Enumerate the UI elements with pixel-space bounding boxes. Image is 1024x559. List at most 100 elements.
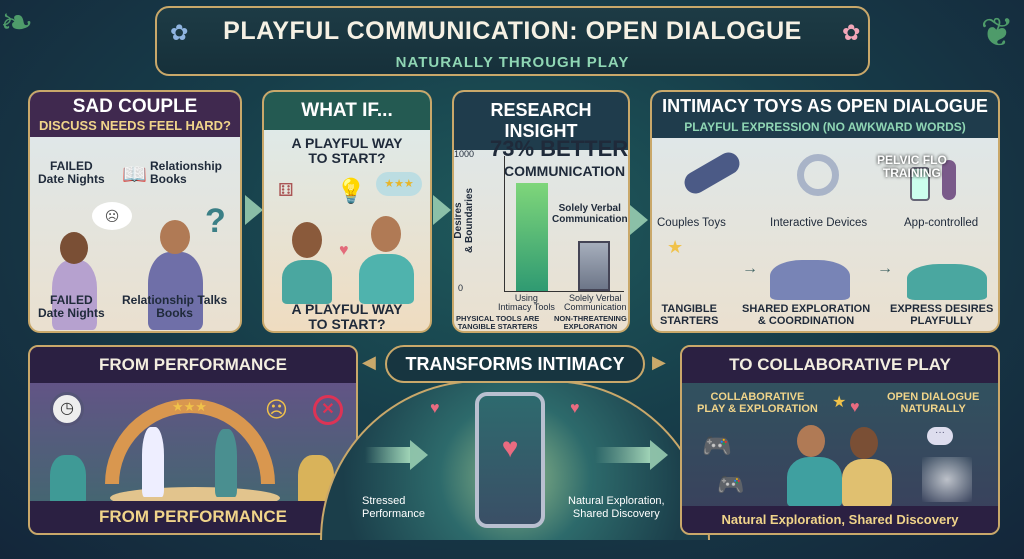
- lightbulb-icon: 💡: [336, 178, 366, 205]
- bar-solely-verbal: [578, 241, 610, 291]
- couple-sharing-figure: [770, 260, 850, 300]
- sad-woman-figure: [52, 260, 97, 330]
- x-label-tools: Using Intimacy Tools: [498, 293, 555, 313]
- caption-tools: PHYSICAL TOOLS ARE TANGIBLE STARTERS: [456, 314, 540, 331]
- bar-using-intimacy-tools: [516, 183, 548, 291]
- dice-icon: ⚅: [278, 180, 294, 200]
- worried-face-icon: ☹: [265, 397, 288, 422]
- panel-intimacy-toys: INTIMACY TOYS AS OPEN DIALOGUE PLAYFUL E…: [650, 90, 1000, 333]
- page-title: PLAYFUL COMMUNICATION: OPEN DIALOGUE: [223, 17, 802, 45]
- arrow-bar: [365, 447, 410, 463]
- man-performing-figure: [142, 427, 164, 497]
- heart-icon: ♥: [430, 400, 440, 417]
- heart-icon: ♥: [339, 242, 349, 259]
- heart-icon: ♥: [501, 432, 519, 463]
- label-failed-date-nights-bottom: FAILED Date Nights: [38, 293, 105, 320]
- x-label-verbal: Solely Verbal Communication: [564, 293, 627, 313]
- game-controller-icon: 🎮: [702, 433, 732, 460]
- panel-title: TO COLLABORATIVE PLAY: [682, 347, 998, 383]
- heart-icon: ♥: [850, 399, 860, 416]
- man-figure: [787, 457, 842, 507]
- x-axis: [504, 291, 624, 292]
- woman-figure: [842, 459, 892, 507]
- woman-head: [850, 427, 878, 459]
- star-icon: ★: [667, 237, 684, 257]
- panel-title: WHAT IF...: [264, 92, 430, 130]
- flower-icon: ✿: [170, 20, 189, 45]
- item-couples-toys: Couples Toys: [657, 217, 726, 229]
- arrow-right-icon: [650, 440, 668, 470]
- arrow-right-icon: [245, 195, 263, 225]
- heart-icon: ♥: [570, 400, 580, 417]
- woman-performing-figure: [215, 429, 237, 497]
- bar-label-verbal: Solely Verbal Communication: [552, 203, 628, 225]
- couple-expressing-figure: [907, 264, 987, 300]
- panel-to-collaborative-play: TO COLLABORATIVE PLAY COLLABORATIVE PLAY…: [680, 345, 1000, 535]
- stars-speech-bubble-icon: ★★★: [376, 172, 422, 196]
- couples-toy-icon: [680, 148, 744, 198]
- arrow-left-icon: ◀: [362, 352, 376, 372]
- arrow-right-icon: ▶: [652, 352, 666, 372]
- no-sign-icon: ✕: [313, 395, 343, 425]
- arrow-bar: [595, 447, 650, 463]
- header-banner: PLAYFUL COMMUNICATION: OPEN DIALOGUE NAT…: [155, 6, 870, 76]
- page-subtitle: NATURALLY THROUGH PLAY: [395, 54, 630, 71]
- panel-research-insight: RESEARCH INSIGHT 73% BETTER COMMUNICATIO…: [452, 90, 630, 333]
- caption-verbal: NON-THREATENING EXPLORATION: [554, 314, 627, 331]
- man-head: [160, 220, 190, 254]
- woman-head: [60, 232, 88, 264]
- book-icon: 📖: [122, 164, 147, 186]
- panel-title: SAD COUPLE: [72, 96, 198, 117]
- label-relationship-books: Relationship Books: [150, 159, 223, 186]
- game-controller-icon: 🎮: [717, 472, 745, 497]
- sad-man-figure: [148, 252, 203, 330]
- phone-icon: [910, 167, 930, 201]
- app-controlled-toy-icon: [942, 160, 956, 200]
- pelvic-floor-overlay: PELVIC FLO TRAINING: [877, 153, 947, 180]
- panel-title: RESEARCH INSIGHT: [454, 92, 628, 150]
- celebrating-figures: [922, 457, 972, 502]
- question-mark-icon: ?: [205, 202, 226, 240]
- panel-title: FROM PERFORMANCE: [30, 347, 356, 383]
- arrow-icon: →: [742, 260, 758, 277]
- y-tick-min: 0: [458, 283, 464, 293]
- panel-subtitle: PLAYFUL EXPRESSION (NO AWKWARD WORDS): [684, 120, 966, 134]
- label-collaborative-play: COLLABORATIVE PLAY & EXPLORATION: [697, 391, 818, 415]
- step-shared-exploration: SHARED EXPLORATION & COORDINATION: [742, 303, 871, 327]
- stat-subline: COMMUNICATION: [504, 163, 626, 179]
- panel-title: INTIMACY TOYS AS OPEN DIALOGUE: [662, 96, 988, 116]
- man-head: [797, 425, 825, 457]
- label-open-dialogue: OPEN DIALOGUE NATURALLY: [887, 391, 980, 415]
- step-tangible-starters: TANGIBLE STARTERS: [660, 303, 719, 327]
- man-figure: [359, 254, 414, 304]
- transforms-intimacy-title: TRANSFORMS INTIMACY: [385, 345, 645, 383]
- star-icon: ★: [832, 394, 847, 411]
- stat-headline: 73% BETTER: [490, 136, 629, 161]
- item-app-controlled: App-controlled: [904, 217, 979, 229]
- panel-what-if: WHAT IF... A PLAYFUL WAY TO START? ⚅ 💡 ★…: [262, 90, 432, 333]
- ring-device-icon: [797, 154, 839, 196]
- question-top: A PLAYFUL WAY TO START?: [291, 135, 403, 166]
- label-relationship-talks: Relationship Talks Books: [122, 293, 228, 320]
- y-tick-max: 1000: [454, 149, 475, 159]
- arrow-icon: →: [877, 260, 893, 277]
- y-axis-label: Desires & Boundaries: [453, 187, 475, 254]
- label-natural-exploration: Natural Exploration, Shared Discovery: [568, 495, 665, 520]
- arrow-right-icon: [433, 195, 451, 225]
- sad-speech-bubble-icon: ☹: [92, 202, 132, 230]
- rating-stars-icon: ★★★: [172, 399, 207, 414]
- panel-subtitle: DISCUSS NEEDS FEEL HARD?: [39, 118, 231, 133]
- label-failed-date-nights: FAILED Date Nights: [38, 159, 105, 186]
- man-head: [371, 216, 401, 252]
- panel-footer: FROM PERFORMANCE: [30, 501, 356, 533]
- panel-footer: Natural Exploration, Shared Discovery: [682, 506, 998, 533]
- woman-figure: [282, 260, 332, 304]
- arrow-right-icon: [630, 205, 648, 235]
- clock-icon: ◷: [50, 392, 84, 426]
- y-axis: [504, 156, 505, 292]
- item-interactive-devices: Interactive Devices: [770, 217, 868, 229]
- woman-head: [292, 222, 322, 258]
- flower-icon: ✿: [842, 20, 861, 45]
- question-bottom: A PLAYFUL WAY TO START?: [291, 301, 403, 332]
- smartphone-icon: ♥: [475, 392, 545, 528]
